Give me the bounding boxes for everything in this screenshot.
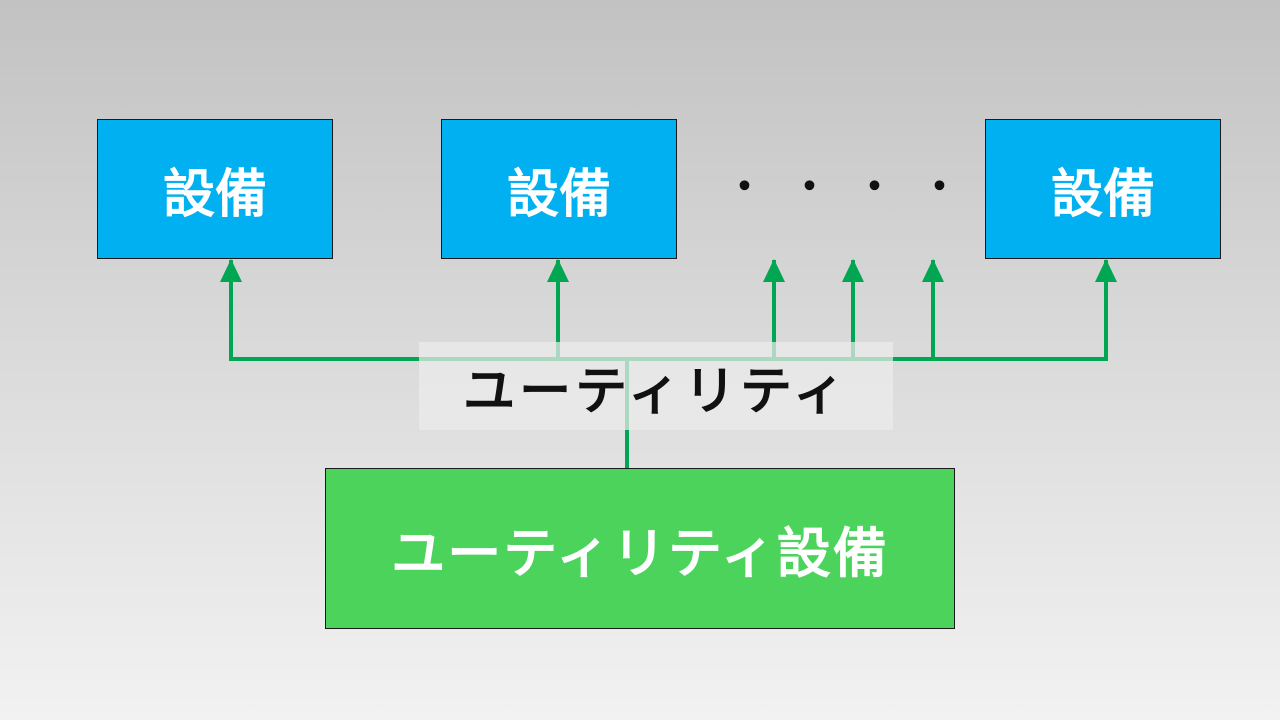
equipment-box-2: 設備 (441, 119, 677, 259)
equipment-box-1: 設備 (97, 119, 333, 259)
arrowhead-2 (547, 259, 569, 282)
utility-label: ユーティリティ (419, 342, 893, 430)
ellipsis-dot: ・ (854, 164, 895, 210)
utility-equipment-box: ユーティリティ設備 (325, 468, 955, 629)
ellipsis-dot: ・ (919, 164, 960, 210)
arrowhead-4 (842, 259, 864, 282)
ellipsis-dot: ・ (724, 164, 765, 210)
arrowhead-5 (922, 259, 944, 282)
arrowhead-1 (220, 259, 242, 282)
ellipsis-dots: ・・・・ (712, 155, 972, 211)
arrowhead-3 (763, 259, 785, 282)
ellipsis-dot: ・ (789, 164, 830, 210)
equipment-box-3: 設備 (985, 119, 1221, 259)
arrowhead-6 (1095, 259, 1117, 282)
